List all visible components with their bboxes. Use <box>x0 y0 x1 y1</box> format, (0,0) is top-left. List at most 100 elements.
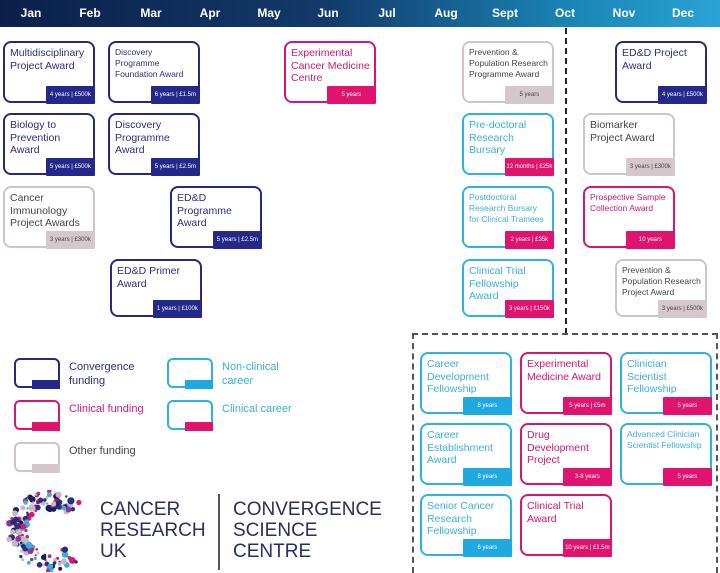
award-duration-badge: 4 years | £500k <box>45 86 95 104</box>
logo-dot <box>6 536 12 543</box>
logo-dot <box>46 502 49 505</box>
award-card: Experimental Cancer Medicine Centre 5 yea… <box>284 41 376 104</box>
award-duration-badge: 3 years | £300k <box>625 158 675 176</box>
award-card: Discovery Programme Foundation Award 6 ye… <box>108 41 200 104</box>
logo-dot <box>61 505 67 511</box>
logo-line: CONVERGENCE <box>233 499 382 520</box>
logo-dot <box>72 560 76 564</box>
logo-dot <box>20 505 26 511</box>
award-duration-badge: 12 months | £25k <box>504 158 554 176</box>
award-duration-badge: 5 years <box>326 86 376 104</box>
logo-dot <box>15 535 22 542</box>
award-duration-badge: 2 years | £35k <box>504 231 554 249</box>
month-dec: Dec <box>671 6 695 20</box>
award-title: Biomarker Project Award <box>590 119 655 144</box>
logo-dot <box>12 516 19 523</box>
month-may: May <box>257 6 281 20</box>
logo-dot <box>26 507 29 510</box>
award-duration-badge: 8 years <box>462 397 512 415</box>
month-aug: Aug <box>434 6 458 20</box>
award-title: Clinician Scientist Fellowship <box>627 358 677 395</box>
cancer-research-uk-logo-mark <box>6 490 82 572</box>
logo-dot <box>53 558 57 563</box>
logo-dot <box>16 529 23 536</box>
logo-dot <box>14 523 20 530</box>
logo-line: CENTRE <box>233 541 312 562</box>
award-duration-badge: 1 years | £100k <box>152 300 202 318</box>
award-title: Pre-doctoral Research Bursary <box>469 119 527 156</box>
logo-dot <box>55 491 62 498</box>
award-duration-badge: 3-8 years <box>562 468 612 486</box>
award-title: Clinical Trial Fellowship Award <box>469 265 526 302</box>
legend-swatch-icon <box>14 400 60 431</box>
logo-line: SCIENCE <box>233 520 318 541</box>
award-card: Prospective Sample Collection Award 10 ye… <box>583 186 675 249</box>
award-duration-badge: 5 years <box>504 86 554 104</box>
logo-dot <box>65 506 71 512</box>
logo-dot <box>28 504 36 512</box>
logo-dot <box>30 557 34 562</box>
logo-dot <box>34 509 37 513</box>
logo-dot <box>26 560 31 565</box>
logo-dot <box>19 541 23 544</box>
award-title: ED&D Primer Award <box>117 265 181 290</box>
award-title: Prospective Sample Collection Award <box>590 192 666 213</box>
award-card: Prevention & Population Research Program… <box>462 41 554 104</box>
logo-dot <box>21 558 25 562</box>
award-title: Discovery Programme Foundation Award <box>115 47 184 79</box>
award-duration-badge: 10 years | £1.5m <box>562 539 612 557</box>
logo-dot <box>61 546 69 553</box>
award-title: Cancer Immunology Project Awards <box>10 192 80 229</box>
award-title: Experimental Cancer Medicine Centre <box>291 47 370 84</box>
award-card: Postdoctoral Research Bursary for Clinic… <box>462 186 554 249</box>
month-sept: Sept <box>491 6 519 20</box>
award-duration-badge: 6 years <box>462 539 512 557</box>
logo-line: RESEARCH <box>100 520 206 541</box>
logo-dot <box>27 494 33 500</box>
award-title: Clinical Trial Award <box>527 500 584 525</box>
logo-dot <box>19 535 26 542</box>
legend-label: Other funding <box>69 445 136 457</box>
award-card: Biomarker Project Award 3 years | £300k <box>583 113 675 176</box>
award-duration-badge: 10 years <box>625 231 675 249</box>
award-card: Clinician Scientist Fellowship 5 years <box>620 352 712 415</box>
logo-dot <box>26 513 30 517</box>
logo-dot <box>58 566 63 571</box>
legend-swatch-icon <box>14 442 60 473</box>
logo-line: CANCER <box>100 499 181 520</box>
award-card: ED&D Primer Award 1 years | £100k <box>110 259 202 318</box>
logo-dot <box>8 534 11 538</box>
logo-line: UK <box>100 541 127 562</box>
month-mar: Mar <box>140 6 162 20</box>
month-nov: Nov <box>612 6 636 20</box>
award-title: Senior Cancer Research Fellowship <box>427 500 495 537</box>
month-feb: Feb <box>79 6 101 20</box>
award-title: Discovery Programme Award <box>115 119 170 156</box>
award-card: Clinical Trial Award 10 years | £1.5m <box>520 494 612 557</box>
logo-dot <box>42 563 45 567</box>
logo-dot <box>36 551 40 555</box>
logo-dot <box>25 542 33 549</box>
logo-dot <box>24 519 29 525</box>
award-duration-badge: 5 years | £2.5m <box>150 158 200 176</box>
legend-label: Clinical funding <box>69 403 144 415</box>
month-oct: Oct <box>554 6 576 20</box>
award-duration-badge: 3 years | £500k <box>657 300 707 318</box>
logo-dot <box>27 547 34 555</box>
award-duration-badge: 5 years <box>662 397 712 415</box>
logo-dot <box>36 491 41 496</box>
logo-dot <box>47 554 52 559</box>
month-jun: Jun <box>317 6 339 20</box>
logo-dot <box>60 558 67 565</box>
legend-swatch-icon <box>14 358 60 389</box>
month-jul: Jul <box>378 6 396 20</box>
legend-swatch-icon <box>167 400 213 431</box>
award-duration-badge: 6 years | £1.5m <box>150 86 200 104</box>
award-title: Biology to Prevention Award <box>10 119 61 156</box>
logo-dot <box>52 561 57 565</box>
